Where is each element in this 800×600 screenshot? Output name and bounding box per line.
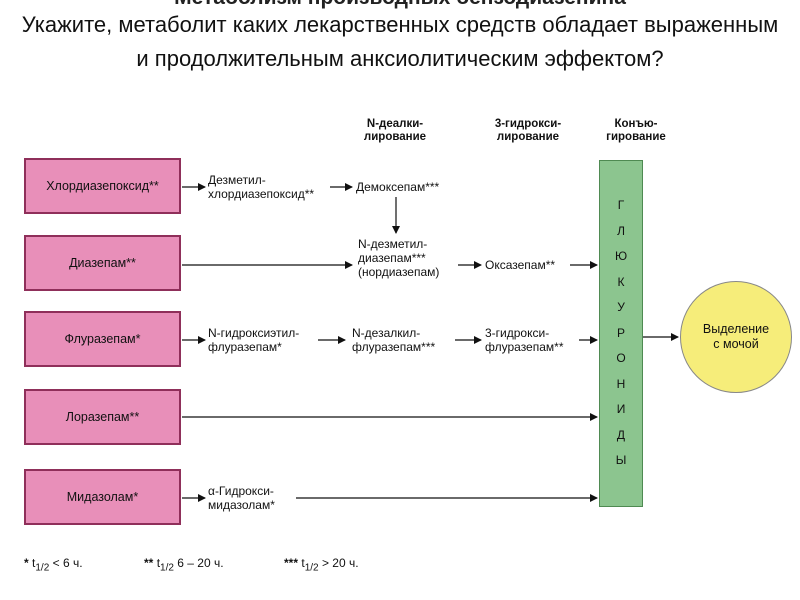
metabolite-hydroxymidazolam: α-Гидрокси- мидазолам*: [208, 484, 275, 512]
glucuronides-letter: Л: [617, 223, 625, 238]
metabolite-line: флуразепам***: [352, 340, 436, 354]
metabolite-line: хлордиазепоксид**: [208, 187, 315, 201]
excretion-circle: Выделение с мочой: [680, 281, 792, 393]
metabolite-desalkylflurazepam: N-дезалкил- флуразепам***: [352, 326, 435, 354]
metabolite-line: флуразепам*: [208, 340, 282, 354]
glucuronides-box: Г Л Ю К У Р О Н И Д Ы: [599, 160, 643, 507]
footnote-rest: 6 – 20 ч.: [173, 556, 224, 570]
cut-off-title: Метаболизм производных бензодиазепина: [0, 0, 800, 10]
metabolite-line: (нордиазепам): [358, 265, 440, 279]
header-conjugation: Конъю- гирование: [590, 118, 682, 144]
glucuronides-letter: Р: [616, 325, 625, 340]
header-line: лирование: [496, 131, 560, 143]
footnote-sub: 1/2: [160, 562, 174, 574]
drug-box-diazepam: Диазепам**: [24, 235, 181, 291]
metabolite-line: мидазолам*: [208, 498, 275, 512]
header-n-dealkylation: N-деалки- лирование: [352, 118, 438, 144]
drug-box-midazolam: Мидазолам*: [24, 469, 181, 525]
drug-box-flurazepam: Флуразепам*: [24, 311, 181, 367]
drug-box-chlordiazepoxide: Хлордиазепоксид**: [24, 158, 181, 214]
metabolite-line: N-дезалкил-: [352, 326, 421, 340]
footnote-stars: *: [24, 556, 29, 570]
metabolite-line: диазепам***: [358, 251, 426, 265]
excretion-line: Выделение: [702, 322, 770, 336]
header-line: гирование: [606, 131, 666, 143]
metabolite-demoxepam: Демоксепам***: [356, 180, 440, 194]
metabolite-line: Дезметил-: [208, 173, 266, 187]
header-line: лирование: [363, 131, 427, 143]
footnote-rest: < 6 ч.: [49, 556, 83, 570]
metabolite-line: 3-гидрокси-: [485, 326, 550, 340]
footnote-t: t: [32, 556, 36, 570]
glucuronides-letter: Ы: [615, 453, 627, 468]
metabolite-line: α-Гидрокси-: [208, 484, 274, 498]
header-3-hydroxylation: 3-гидрокси- лирование: [478, 118, 578, 144]
footnote-short: * t1/2 < 6 ч.: [24, 556, 83, 573]
header-line: 3-гидрокси-: [494, 118, 562, 130]
metabolite-oxazepam: Оксазепам**: [485, 258, 556, 272]
excretion-line: с мочой: [713, 337, 759, 351]
metabolite-line: N-гидроксиэтил-: [208, 326, 300, 340]
metabolite-line: N-дезметил-: [358, 237, 428, 251]
header-line: N-деалки-: [366, 118, 424, 130]
drug-box-lorazepam: Лоразепам**: [24, 389, 181, 445]
footnote-sub: 1/2: [304, 562, 319, 574]
footnote-rest: > 20 ч.: [318, 556, 359, 570]
footnote-stars: ***: [284, 556, 299, 570]
glucuronides-letter: Г: [617, 198, 625, 213]
footnote-stars: **: [144, 556, 154, 570]
metabolite-hydroxyethylflurazepam: N-гидроксиэтил- флуразепам*: [208, 326, 299, 354]
glucuronides-letter: Ю: [614, 249, 628, 264]
glucuronides-letter: И: [616, 402, 626, 417]
metabolite-line: флуразепам**: [485, 340, 564, 354]
metabolite-desmethylchlordiazepoxide: Дезметил- хлордиазепоксид**: [208, 173, 314, 201]
footnote-t: t: [301, 556, 305, 570]
metabolite-hydroxyflurazepam: 3-гидрокси- флуразепам**: [485, 326, 564, 354]
footnote-sub: 1/2: [35, 562, 50, 574]
footnote-long: *** t1/2 > 20 ч.: [284, 556, 359, 573]
footnote-medium: ** t1/2 6 – 20 ч.: [144, 556, 224, 573]
glucuronides-letter: О: [616, 351, 626, 366]
question-text: Укажите, метаболит каких лекарственных с…: [21, 12, 779, 71]
glucuronides-letter: Д: [616, 427, 626, 442]
glucuronides-letter: Н: [616, 376, 626, 391]
header-line: Конъю-: [614, 118, 658, 130]
footnote-t: t: [156, 556, 161, 570]
metabolite-nordiazepam: N-дезметил- диазепам*** (нордиазепам): [358, 237, 439, 279]
glucuronides-letter: К: [617, 274, 625, 289]
glucuronides-letter: У: [617, 300, 625, 315]
